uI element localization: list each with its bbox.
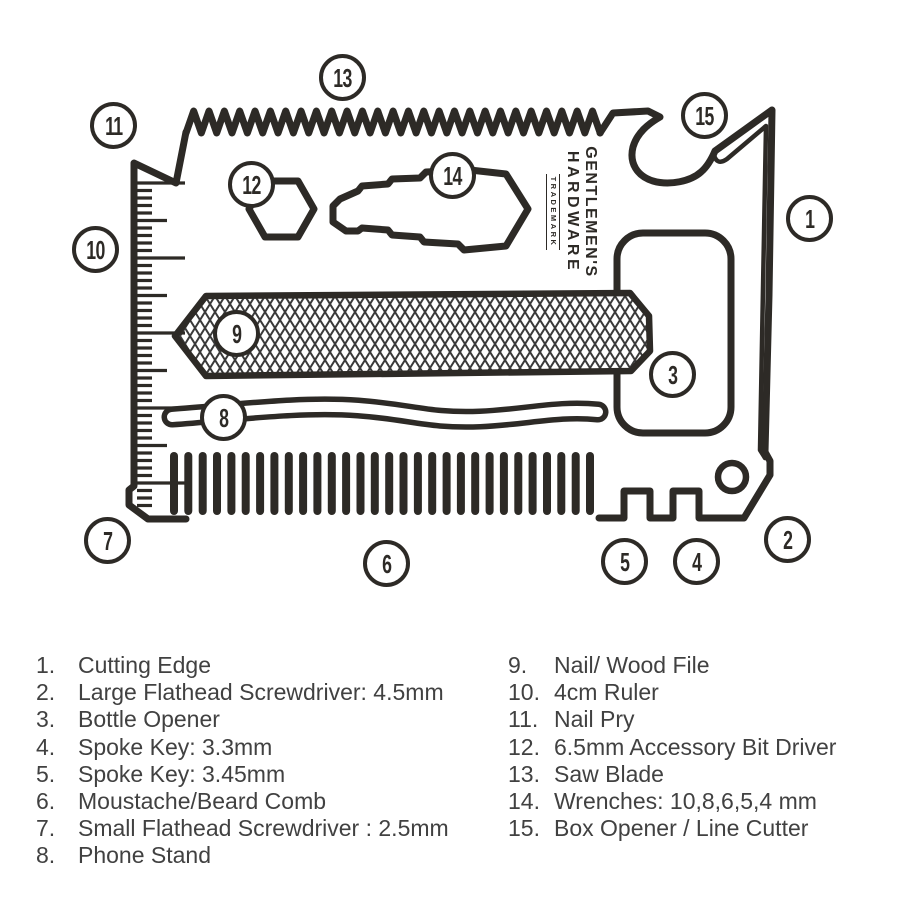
legend-item-label: Saw Blade	[554, 760, 664, 787]
legend-item: 10. 4cm Ruler	[508, 679, 898, 706]
legend-item-label: Bottle Opener	[78, 706, 220, 733]
callout-13-number: 13	[333, 62, 352, 93]
legend-item-label: Spoke Key: 3.45mm	[78, 760, 286, 787]
callout-4-spoke-key: 4	[673, 538, 720, 585]
nail-wood-file-surface	[171, 289, 654, 380]
callout-14-number: 14	[443, 160, 462, 191]
callout-2-large-flathead: 2	[764, 516, 811, 563]
cutting-edge-inner-line	[711, 123, 769, 461]
legend-item-label: Large Flathead Screwdriver: 4.5mm	[78, 679, 444, 706]
callout-10-number: 10	[86, 234, 105, 265]
callout-12-bit-driver: 12	[228, 161, 275, 208]
legend-item-label: 6.5mm Accessory Bit Driver	[554, 733, 837, 760]
legend-item-label: Small Flathead Screwdriver : 2.5mm	[78, 815, 449, 842]
wrench-cutout	[329, 166, 532, 254]
callout-15-number: 15	[695, 100, 714, 131]
legend-item: 14. Wrenches: 10,8,6,5,4 mm	[508, 788, 898, 815]
card-outline-right	[595, 106, 776, 522]
callout-3-number: 3	[667, 359, 678, 390]
callout-13-saw-blade: 13	[319, 54, 366, 101]
callout-10-ruler: 10	[72, 226, 119, 273]
legend-item-label: Spoke Key: 3.3mm	[78, 733, 273, 760]
legend-item: 7. Small Flathead Screwdriver : 2.5mm	[36, 815, 506, 842]
legend-right-column: 9. Nail/ Wood File 10. 4cm Ruler 11. Nail P…	[508, 652, 898, 842]
callout-8-phone-stand: 8	[200, 394, 247, 441]
legend-item: 13. Saw Blade	[508, 761, 898, 788]
corner-hole	[714, 459, 750, 495]
brand-name-line2: HARDWARE	[564, 150, 582, 274]
legend-item: 11. Nail Pry	[508, 706, 898, 733]
callout-7-small-flathead: 7	[84, 517, 131, 564]
brand-name-line1: GENTLEMEN'S	[582, 146, 600, 278]
callout-5-spoke-key: 5	[601, 538, 648, 585]
legend-item-number: 5.	[36, 760, 56, 787]
callout-9-number: 9	[231, 318, 242, 349]
legend-item-number: 8.	[36, 842, 56, 869]
callout-1-cutting-edge: 1	[786, 195, 833, 242]
callout-8-number: 8	[218, 402, 229, 433]
legend-item: 1. Cutting Edge	[36, 652, 506, 679]
callout-1-number: 1	[804, 203, 815, 234]
legend-item-label: Phone Stand	[78, 842, 212, 869]
legend-item: 9. Nail/ Wood File	[508, 652, 898, 679]
card-outline-left	[125, 128, 190, 523]
legend-item-label: Nail Pry	[554, 706, 635, 733]
callout-3-bottle-opener: 3	[649, 351, 696, 398]
legend-item: 12. 6.5mm Accessory Bit Driver	[508, 734, 898, 761]
saw-blade-teeth	[182, 107, 604, 137]
legend-item: 2. Large Flathead Screwdriver: 4.5mm	[36, 679, 506, 706]
legend-item-number: 2.	[36, 679, 56, 706]
legend-item-number: 11.	[508, 706, 539, 733]
legend-item-number: 12.	[508, 733, 540, 760]
legend-item: 8. Phone Stand	[36, 842, 506, 869]
brand-mark: GENTLEMEN'S HARDWARE TRADEMARK	[544, 131, 602, 293]
ruler-ticks	[137, 181, 185, 508]
legend-item-label: Box Opener / Line Cutter	[554, 815, 809, 842]
callout-11-number: 11	[104, 110, 123, 141]
legend-item-number: 13.	[508, 760, 540, 787]
legend-item-label: Moustache/Beard Comb	[78, 788, 327, 815]
legend-item-label: 4cm Ruler	[554, 679, 659, 706]
callout-5-number: 5	[619, 546, 630, 577]
legend-item-number: 7.	[36, 815, 56, 842]
comb-teeth	[170, 452, 594, 515]
callout-11-nail-pry: 11	[90, 102, 137, 149]
legend-item: 5. Spoke Key: 3.45mm	[36, 761, 506, 788]
legend-item: 15. Box Opener / Line Cutter	[508, 815, 898, 842]
callout-4-number: 4	[691, 546, 702, 577]
legend-item-label: Nail/ Wood File	[554, 652, 710, 679]
legend-item: 3. Bottle Opener	[36, 706, 506, 733]
legend-item-number: 6.	[36, 788, 56, 815]
legend-item-label: Wrenches: 10,8,6,5,4 mm	[554, 788, 817, 815]
callout-9-file: 9	[213, 310, 260, 357]
legend-item-number: 14.	[508, 788, 540, 815]
legend-item-number: 9.	[508, 652, 528, 679]
legend-item-number: 10.	[508, 679, 540, 706]
brand-trademark: TRADEMARK	[546, 173, 561, 251]
callout-6-comb: 6	[363, 540, 410, 587]
multitool-diagram	[125, 106, 776, 523]
legend-item: 4. Spoke Key: 3.3mm	[36, 734, 506, 761]
callout-7-number: 7	[102, 525, 113, 556]
legend-left-column: 1. Cutting Edge 2. Large Flathead Screwdri…	[36, 652, 506, 870]
legend-item-number: 4.	[36, 733, 56, 760]
legend-item-label: Cutting Edge	[78, 652, 211, 679]
callout-2-number: 2	[782, 524, 793, 555]
callout-6-number: 6	[381, 548, 392, 579]
phone-stand-slot-channel	[167, 401, 603, 425]
legend-item: 6. Moustache/Beard Comb	[36, 788, 506, 815]
legend-item-number: 15.	[508, 815, 540, 842]
legend-item-number: 1.	[36, 652, 56, 679]
legend-item-number: 3.	[36, 706, 56, 733]
callout-14-wrenches: 14	[429, 152, 476, 199]
callout-15-box-opener: 15	[681, 92, 728, 139]
callout-12-number: 12	[242, 169, 261, 200]
